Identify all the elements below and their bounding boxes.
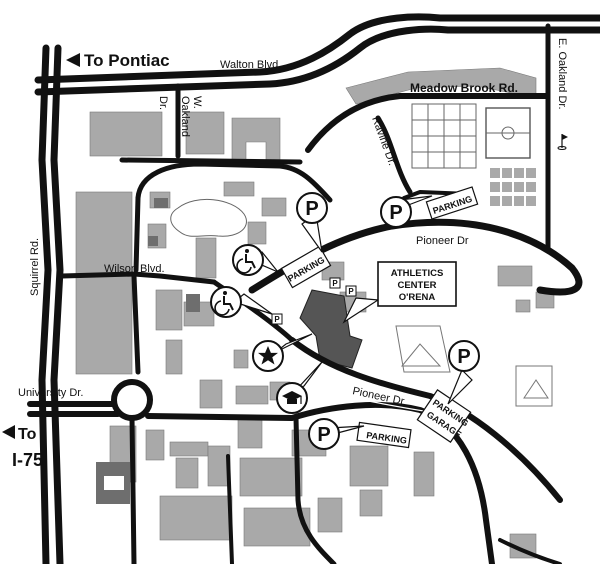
parking-p-small: P bbox=[332, 279, 338, 288]
parking-p-small: P bbox=[274, 315, 280, 324]
w-oakland-name-label: Oakland bbox=[179, 96, 191, 137]
to-i75-to-label: To bbox=[18, 426, 37, 443]
callout-line1: ATHLETICS bbox=[391, 268, 444, 279]
dark-buildings bbox=[96, 198, 200, 504]
arrow-left-icon bbox=[66, 53, 80, 67]
road-centerlines bbox=[299, 383, 431, 413]
golf-flag-icon bbox=[557, 134, 568, 150]
baseball-fields bbox=[395, 325, 553, 407]
to-pontiac-label: To Pontiac bbox=[84, 51, 170, 70]
parking-marker-meadowbrook[interactable]: P bbox=[380, 196, 412, 228]
small-parking-markers: P P P bbox=[271, 277, 357, 325]
accessible-icon[interactable] bbox=[210, 286, 242, 318]
arrow-left-icon bbox=[2, 425, 15, 439]
to-i75: To I-75 bbox=[2, 425, 43, 470]
pond bbox=[170, 198, 247, 237]
star-icon[interactable] bbox=[252, 340, 284, 372]
parking-p-symbol: P bbox=[305, 198, 318, 220]
i75-label: I-75 bbox=[12, 450, 43, 470]
parking-garage bbox=[416, 389, 472, 443]
parking-p-small: P bbox=[348, 287, 354, 296]
graduation-cap-icon[interactable] bbox=[276, 382, 308, 414]
walton-blvd-label: Walton Blvd. bbox=[220, 59, 281, 71]
squirrel-rd-label: Squirrel Rd. bbox=[29, 238, 41, 296]
parking-p-symbol: P bbox=[457, 346, 470, 368]
parking-lot-north bbox=[280, 245, 332, 289]
parking-p-symbol: P bbox=[317, 424, 330, 446]
ravine-dr-label: Ravine Dr. bbox=[369, 115, 398, 167]
parking-lots bbox=[280, 186, 479, 449]
e-oakland-dr-label: E. Oakland Dr. bbox=[556, 38, 568, 110]
parking-lot-meadowbrook bbox=[425, 186, 479, 220]
tennis-courts bbox=[490, 168, 536, 206]
parking-marker-north[interactable]: P bbox=[296, 192, 328, 224]
parking-lot-south bbox=[356, 421, 412, 449]
parking-marker-garage[interactable]: P bbox=[448, 340, 480, 372]
meadow-brook-rd-label: Meadow Brook Rd. bbox=[410, 81, 518, 95]
athletics-center-building bbox=[299, 289, 363, 369]
wilson-blvd-label: Wilson Blvd. bbox=[104, 263, 165, 275]
pioneer-dr-east-label: Pioneer Dr bbox=[416, 235, 469, 247]
athletic-fields bbox=[411, 103, 531, 169]
university-dr-label: University Dr. bbox=[18, 387, 83, 399]
w-oakland-dr-label: Dr. bbox=[157, 96, 169, 110]
parking-p-symbol: P bbox=[389, 202, 402, 224]
w-oakland-w-label: W. bbox=[191, 96, 203, 109]
to-pontiac: To Pontiac bbox=[66, 51, 170, 70]
callout-line3: O'RENA bbox=[399, 292, 436, 303]
athletics-center-callout[interactable]: ATHLETICS CENTER O'RENA bbox=[377, 261, 457, 307]
accessible-icon[interactable] bbox=[232, 244, 264, 276]
callout-line2: CENTER bbox=[397, 280, 436, 291]
parking-marker-south[interactable]: P bbox=[308, 418, 340, 450]
